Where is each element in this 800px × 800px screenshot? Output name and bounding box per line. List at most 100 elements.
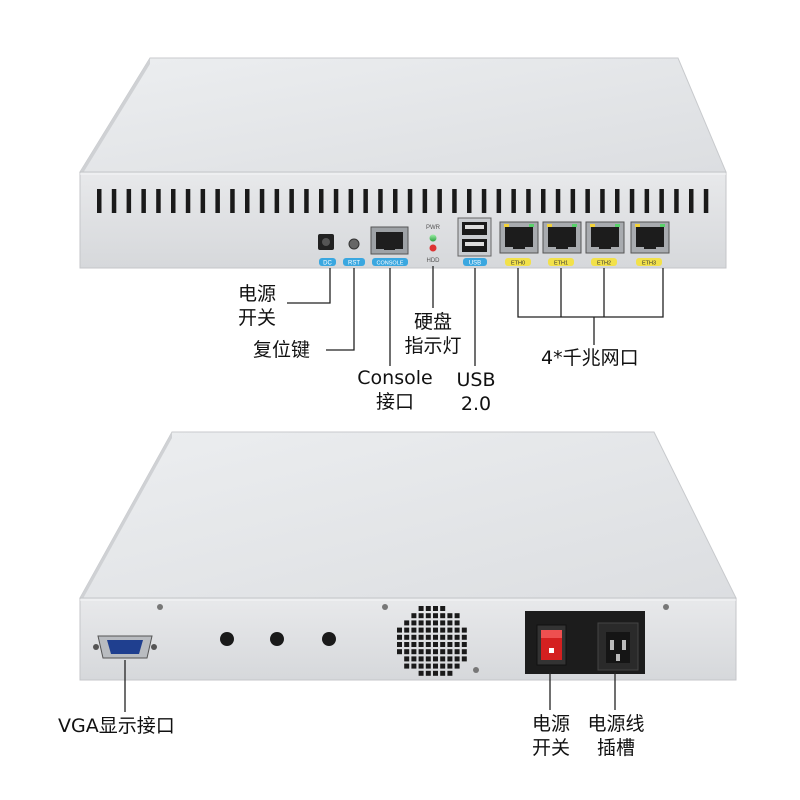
callout-hdd-line1: 硬盘 <box>413 311 452 333</box>
fan-grille-hole <box>425 606 431 611</box>
vga-port[interactable] <box>93 635 157 659</box>
port-tags: DC RST CONSOLE USB ETH0 ETH1 ETH2 ETH3 P… <box>319 225 662 267</box>
ethernet-activity-led <box>615 224 620 227</box>
vent-slot <box>555 189 561 213</box>
ethernet-activity-led <box>572 224 577 227</box>
tag-hdd: HDD <box>427 258 441 264</box>
vent-slot <box>644 189 650 213</box>
power-socket[interactable] <box>597 622 639 671</box>
callout-power-socket: 电源线 插槽 <box>583 712 649 760</box>
usb-ports[interactable] <box>457 217 492 257</box>
ethernet-link-led <box>590 224 595 227</box>
fan-grille-hole <box>433 670 438 676</box>
fan-grille-hole <box>425 663 431 669</box>
vent-slot <box>333 189 339 213</box>
fan-grille-hole <box>440 606 446 611</box>
reset-button[interactable] <box>348 238 360 250</box>
fan-grille-hole <box>425 642 431 647</box>
tag-rst: RST <box>348 261 360 267</box>
callout-usb: USB 2.0 <box>446 368 506 416</box>
fan-grille-hole <box>418 642 424 647</box>
vent-slot <box>97 189 102 213</box>
fan-grille-hole <box>433 613 438 619</box>
ethernet-port-socket <box>505 227 533 247</box>
fan-grille-hole <box>425 627 431 633</box>
vent-slot <box>703 189 709 213</box>
fan-grille-hole <box>433 663 438 669</box>
callout-console-line2: 接口 <box>375 391 414 413</box>
vent-slot <box>452 189 457 213</box>
fan-grille-hole <box>404 649 410 655</box>
fan-grille-hole <box>411 613 417 619</box>
vent-slot <box>615 189 620 213</box>
console-port[interactable] <box>370 226 409 255</box>
fan-grille-hole <box>425 613 431 619</box>
callout-psw-line1: 电源 <box>531 713 570 735</box>
fan-grille-hole <box>454 642 460 647</box>
tag-eth1: ETH1 <box>554 261 568 267</box>
fan-grille-hole <box>440 649 446 655</box>
fan-grille-hole <box>454 634 460 640</box>
fan-grille-hole <box>440 670 446 676</box>
vent-slot <box>245 189 250 213</box>
fan-grille-hole <box>418 649 424 655</box>
fan-grille-hole <box>418 656 424 662</box>
fan-grille-hole <box>440 620 446 626</box>
fan-grille-hole <box>404 627 410 633</box>
fan-grille-hole <box>411 634 417 640</box>
fan-grille-hole <box>461 649 467 655</box>
front-vent-slots <box>97 189 709 213</box>
fan-grille-hole <box>404 663 410 669</box>
fan-grille-hole <box>440 642 446 647</box>
fan-grille-hole <box>433 606 438 611</box>
fan-grille-hole <box>447 620 453 626</box>
callout-hdd-led: 硬盘 指示灯 <box>398 310 468 358</box>
vent-slot <box>674 189 679 213</box>
callout-socket-line2: 插槽 <box>596 737 635 759</box>
ethernet-link-led <box>547 224 552 227</box>
vent-slot <box>274 189 280 213</box>
fan-grille-hole <box>447 663 453 669</box>
ethernet-port-tab <box>513 244 525 249</box>
fan-grille-hole <box>397 634 402 640</box>
tag-dc: DC <box>323 261 332 267</box>
dc-power-jack[interactable] <box>318 234 334 250</box>
fan-grille <box>397 606 467 676</box>
vent-slot <box>511 189 516 213</box>
ethernet-ports[interactable] <box>499 221 670 254</box>
fan-grille-hole <box>418 663 424 669</box>
vent-slot <box>659 189 664 213</box>
callout-psw-line2: 开关 <box>531 737 570 759</box>
tag-usb: USB <box>469 261 481 267</box>
fan-grille-hole <box>418 620 424 626</box>
fan-grille-hole <box>418 627 424 633</box>
callout-eth-text: 4*千兆网口 <box>541 347 639 369</box>
vent-slot <box>185 189 191 213</box>
vent-slot <box>393 189 398 213</box>
fan-grille-hole <box>411 656 417 662</box>
fan-grille-hole <box>425 670 431 676</box>
fan-grille-hole <box>454 620 460 626</box>
vent-slot <box>200 189 206 213</box>
fan-grille-hole <box>397 627 402 633</box>
ethernet-link-led <box>504 224 509 227</box>
fan-grille-hole <box>447 656 453 662</box>
power-switch[interactable] <box>536 624 567 666</box>
vent-slot <box>378 189 383 213</box>
fan-grille-hole <box>433 642 438 647</box>
fan-grille-hole <box>433 627 438 633</box>
ethernet-activity-led <box>660 224 665 227</box>
vent-slot <box>126 189 132 213</box>
fan-grille-hole <box>454 649 460 655</box>
fan-grille-hole <box>397 642 402 647</box>
fan-grille-hole <box>433 649 438 655</box>
fan-grille-hole <box>418 634 424 640</box>
ethernet-activity-led <box>529 224 534 227</box>
ethernet-port-tab <box>644 244 656 249</box>
fan-grille-hole <box>425 656 431 662</box>
callout-usb-line2: 2.0 <box>460 393 492 415</box>
vent-slot <box>481 189 487 213</box>
vent-slot <box>689 189 694 213</box>
ethernet-link-led <box>635 224 640 227</box>
